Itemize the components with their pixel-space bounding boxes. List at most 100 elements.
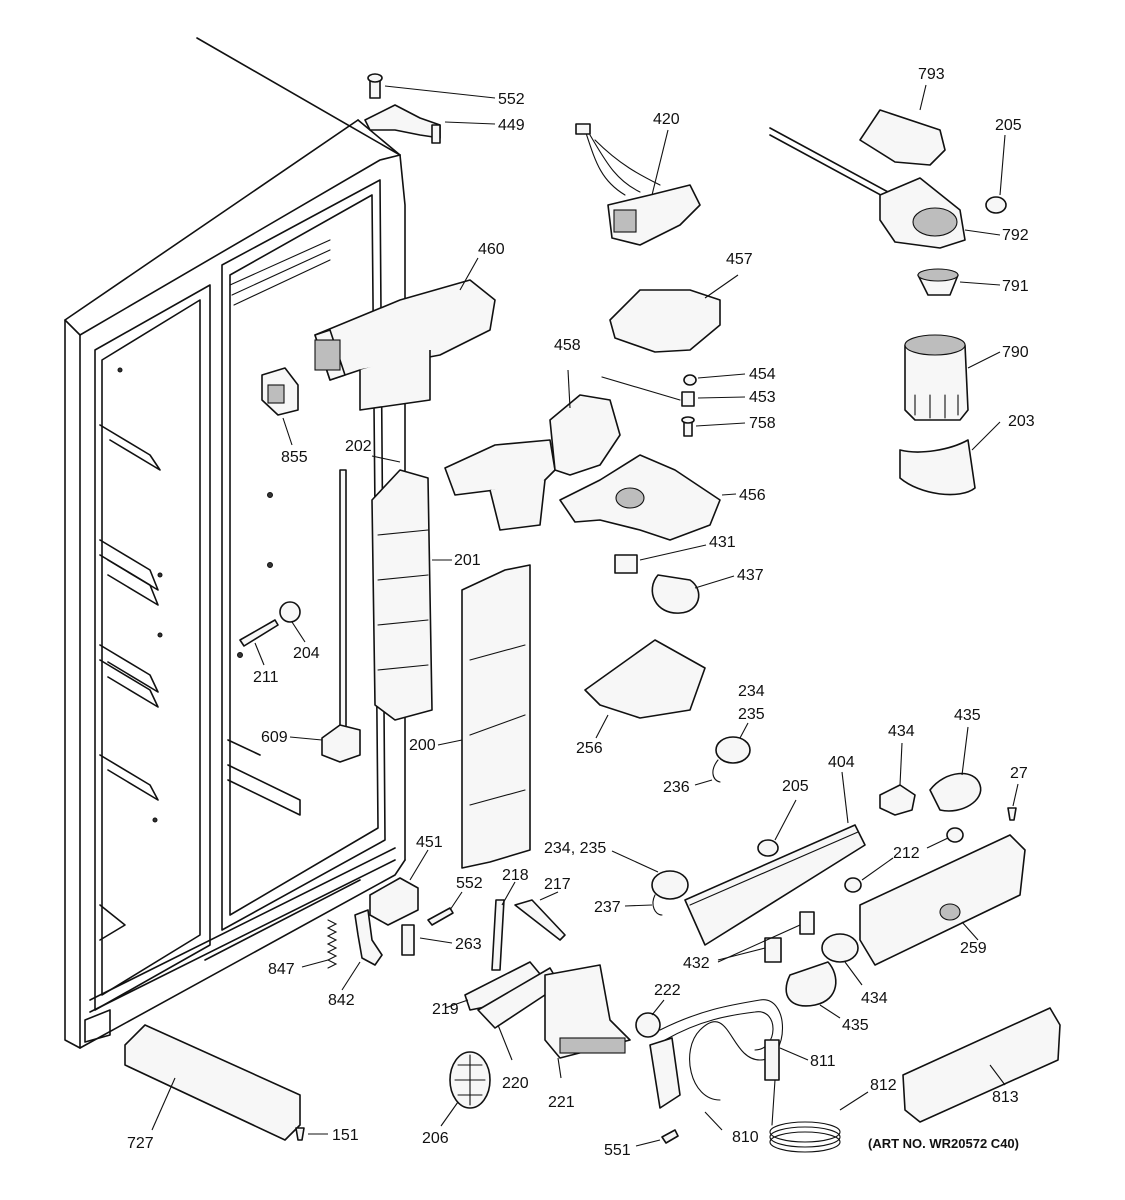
- grommet-205: [757, 839, 779, 857]
- callout-431: 431: [709, 534, 736, 551]
- screw-211: [239, 619, 279, 647]
- shaft-217: [514, 899, 566, 941]
- callout-790: 790: [1002, 344, 1029, 361]
- socket-434-upper: [879, 784, 916, 816]
- dispenser-wiring-harness: [575, 123, 701, 246]
- light-cover-259: [859, 834, 1026, 966]
- door-panel-201: [371, 469, 433, 721]
- callout-437: 437: [737, 567, 764, 584]
- callout-217: 217: [544, 876, 571, 893]
- bracket-451: [369, 877, 419, 926]
- callout-234-235: 234, 235: [544, 840, 606, 857]
- bulb-435-lower: [785, 961, 837, 1007]
- callout-218: 218: [502, 867, 529, 884]
- callout-235-top: 235: [738, 706, 765, 723]
- drain-grille-206: [449, 1051, 491, 1109]
- callout-812: 812: [870, 1077, 897, 1094]
- callout-847: 847: [268, 961, 295, 978]
- cap-234-lower: [651, 870, 689, 900]
- callout-449: 449: [498, 117, 525, 134]
- callout-842: 842: [328, 992, 355, 1009]
- callout-791: 791: [1002, 278, 1029, 295]
- callout-811: 811: [810, 1053, 836, 1070]
- clip-432-a: [799, 911, 815, 935]
- callout-237: 237: [594, 899, 621, 916]
- cover-plate: [609, 289, 721, 353]
- callout-420: 420: [653, 111, 680, 128]
- callout-457: 457: [726, 251, 753, 268]
- water-filter-assembly: [769, 109, 1007, 496]
- screw-151: [295, 1127, 305, 1141]
- callout-263: 263: [455, 936, 482, 953]
- callout-256: 256: [576, 740, 603, 757]
- screw-552-lower: [427, 907, 454, 926]
- lever-842: [354, 909, 383, 966]
- callout-758: 758: [749, 415, 776, 432]
- callout-205-top: 205: [995, 117, 1022, 134]
- light-bulb: [651, 574, 700, 614]
- switch-609: [321, 724, 361, 763]
- knob-222: [635, 1012, 661, 1038]
- callout-220: 220: [502, 1075, 529, 1092]
- water-tubing-810-811: [649, 999, 784, 1109]
- cap-234: [715, 736, 751, 764]
- bracket-855: [261, 367, 299, 416]
- callout-793: 793: [918, 66, 945, 83]
- callout-855: 855: [281, 449, 308, 466]
- water-coil-812: [769, 1079, 841, 1153]
- dispenser-panel-200: [461, 564, 531, 869]
- grommet-204: [279, 601, 301, 623]
- top-hinge-assembly: [364, 73, 441, 144]
- dispenser-housing: [444, 394, 621, 531]
- socket-434-lower: [821, 933, 859, 963]
- callout-212: 212: [893, 845, 920, 862]
- grommet-212-a: [946, 827, 964, 843]
- pin-263: [401, 924, 415, 956]
- callout-211: 211: [253, 669, 279, 686]
- callout-460: 460: [478, 241, 505, 258]
- callout-458: 458: [554, 337, 581, 354]
- callout-456: 456: [739, 487, 766, 504]
- small-fasteners: [601, 374, 697, 437]
- callout-222: 222: [654, 982, 681, 999]
- callout-435-top: 435: [954, 707, 981, 724]
- screw-27: [1007, 807, 1017, 821]
- callout-27: 27: [1010, 765, 1028, 782]
- callout-205-mid: 205: [782, 778, 809, 795]
- callout-727: 727: [127, 1135, 154, 1152]
- spring-847: [326, 919, 338, 969]
- art-number: (ART NO. WR20572 C40): [868, 1136, 1019, 1151]
- callout-206: 206: [422, 1130, 449, 1147]
- toe-grille-727: [124, 1024, 301, 1141]
- trim-256: [584, 639, 706, 719]
- callout-453: 453: [749, 389, 776, 406]
- callout-234-top: 234: [738, 683, 765, 700]
- callout-404: 404: [828, 754, 855, 771]
- callout-202: 202: [345, 438, 372, 455]
- callout-454: 454: [749, 366, 776, 383]
- callout-434-top: 434: [888, 723, 915, 740]
- callout-236: 236: [663, 779, 690, 796]
- callout-792: 792: [1002, 227, 1029, 244]
- grommet-212-b: [844, 877, 862, 893]
- callout-219: 219: [432, 1001, 459, 1018]
- callout-432: 432: [683, 955, 710, 972]
- link-218: [491, 899, 505, 971]
- callout-451: 451: [416, 834, 443, 851]
- callout-434-lower: 434: [861, 990, 888, 1007]
- trim-813: [902, 1007, 1061, 1123]
- callout-203: 203: [1008, 413, 1035, 430]
- callout-435-lower: 435: [842, 1017, 869, 1034]
- callout-201: 201: [454, 552, 481, 569]
- dispenser-body-221: [544, 964, 631, 1059]
- callout-551: 551: [604, 1142, 631, 1159]
- callout-221: 221: [548, 1094, 575, 1111]
- callout-151: 151: [332, 1127, 359, 1144]
- callout-552: 552: [498, 91, 525, 108]
- callout-labels: 552 449 420 793 205 792 791 790 203 460 …: [127, 66, 1035, 1159]
- callout-552-lower: 552: [456, 875, 483, 892]
- screw-551: [661, 1129, 679, 1144]
- callout-259: 259: [960, 940, 987, 957]
- rod-202: [339, 469, 347, 731]
